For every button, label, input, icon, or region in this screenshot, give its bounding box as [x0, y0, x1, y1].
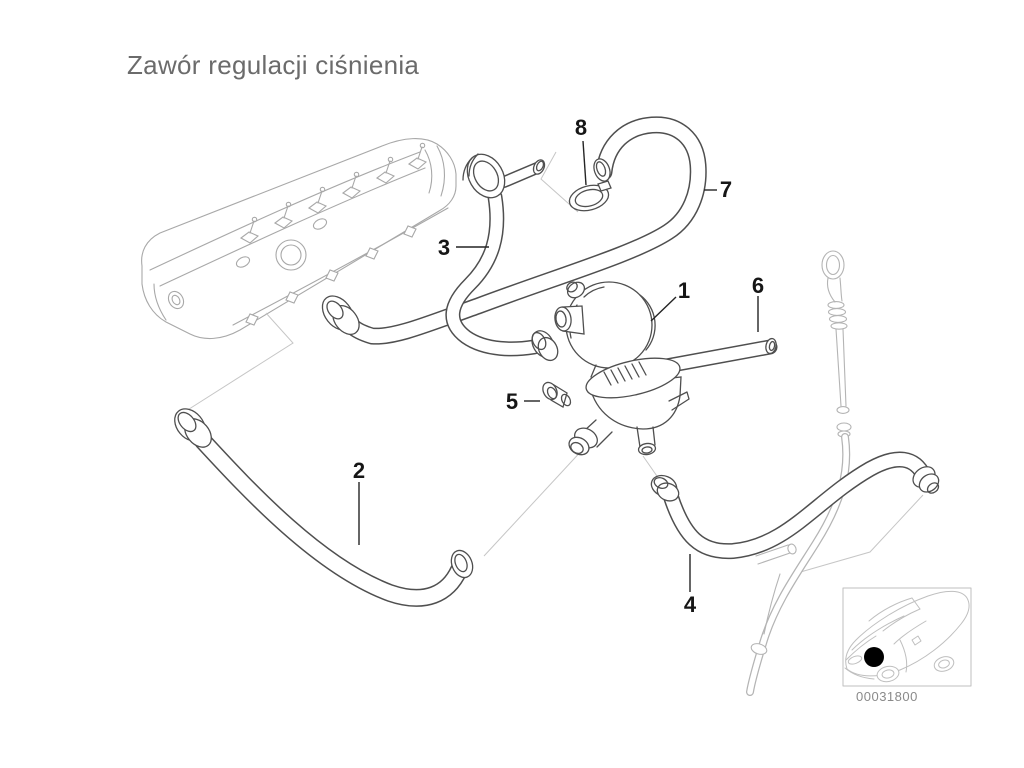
callout-label-4: 4 — [684, 592, 697, 617]
callout-label-7: 7 — [720, 177, 732, 202]
oil-cap — [275, 239, 307, 271]
callout-label-3: 3 — [438, 235, 450, 260]
hose-3 — [445, 153, 559, 362]
page-title: Zawór regulacji ciśnienia — [127, 50, 419, 80]
location-marker-dot — [864, 647, 884, 667]
callout-label-8: 8 — [575, 115, 587, 140]
vehicle-thumbnail: 00031800 — [842, 587, 972, 704]
alignment-lines — [185, 151, 924, 574]
hose-4 — [650, 451, 940, 560]
thumbnail-code: 00031800 — [856, 689, 918, 704]
callout-labels: 1 2 3 4 5 6 7 8 — [353, 115, 764, 617]
callout-label-6: 6 — [752, 273, 764, 298]
hose-clamp-8 — [568, 180, 612, 212]
spark-plug-towers — [239, 142, 428, 244]
car-outline — [844, 590, 970, 683]
dipstick — [746, 250, 852, 696]
pressure-regulating-valve-1 — [554, 281, 690, 456]
callout-label-5: 5 — [506, 389, 518, 414]
callout-label-1: 1 — [678, 278, 690, 303]
leader-lines — [358, 140, 759, 592]
thumbnail-frame — [842, 587, 972, 687]
hose-7 — [321, 116, 707, 345]
cover-bolt-tabs — [245, 225, 417, 326]
callout-label-2: 2 — [353, 458, 365, 483]
valve-cover-drawing — [141, 138, 457, 339]
hose-2 — [174, 408, 474, 607]
bolt-5 — [542, 381, 572, 408]
